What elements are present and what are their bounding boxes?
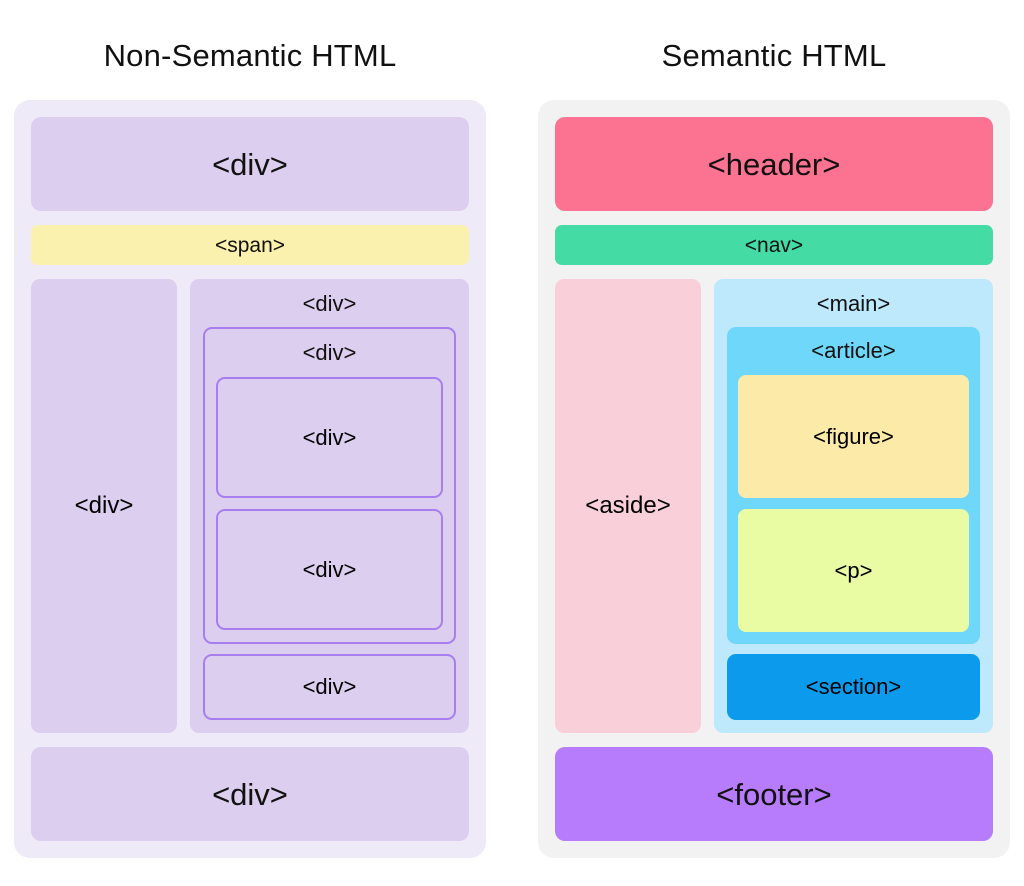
block-article-label: <article>	[811, 338, 896, 363]
block-div-leaf-2: <div>	[216, 509, 443, 630]
block-figure: <figure>	[738, 375, 969, 498]
block-div-content-label: <div>	[302, 291, 357, 316]
block-article: <article> <figure> <p>	[727, 327, 980, 644]
panel-non-semantic: <div> <span> <div> <div> <div> <div> <di…	[14, 100, 486, 858]
block-nav: <nav>	[555, 225, 993, 265]
block-main: <main> <article> <figure> <p> <section>	[714, 279, 993, 733]
block-div-nested: <div> <div> <div>	[203, 327, 456, 644]
block-div-nested-label: <div>	[302, 340, 357, 365]
block-div-footer: <div>	[31, 747, 469, 841]
block-span: <span>	[31, 225, 469, 265]
non-semantic-middle-row: <div> <div> <div> <div> <div> <div>	[31, 279, 469, 733]
block-footer: <footer>	[555, 747, 993, 841]
block-paragraph: <p>	[738, 509, 969, 632]
block-div-top: <div>	[31, 117, 469, 211]
block-div-content: <div> <div> <div> <div> <div>	[190, 279, 469, 733]
column-title-semantic: Semantic HTML	[661, 38, 887, 73]
column-non-semantic: Non-Semantic HTML <div> <span> <div> <di…	[14, 0, 486, 886]
column-semantic: Semantic HTML <header> <nav> <aside> <ma…	[538, 0, 1010, 886]
block-aside: <aside>	[555, 279, 701, 733]
semantic-middle-row: <aside> <main> <article> <figure> <p> <s…	[555, 279, 993, 733]
block-section: <section>	[727, 654, 980, 720]
block-div-leaf-1: <div>	[216, 377, 443, 498]
block-main-label: <main>	[816, 291, 891, 316]
column-title-non-semantic: Non-Semantic HTML	[103, 38, 397, 73]
block-div-trailing: <div>	[203, 654, 456, 720]
block-div-sidebar: <div>	[31, 279, 177, 733]
block-header: <header>	[555, 117, 993, 211]
panel-semantic: <header> <nav> <aside> <main> <article> …	[538, 100, 1010, 858]
